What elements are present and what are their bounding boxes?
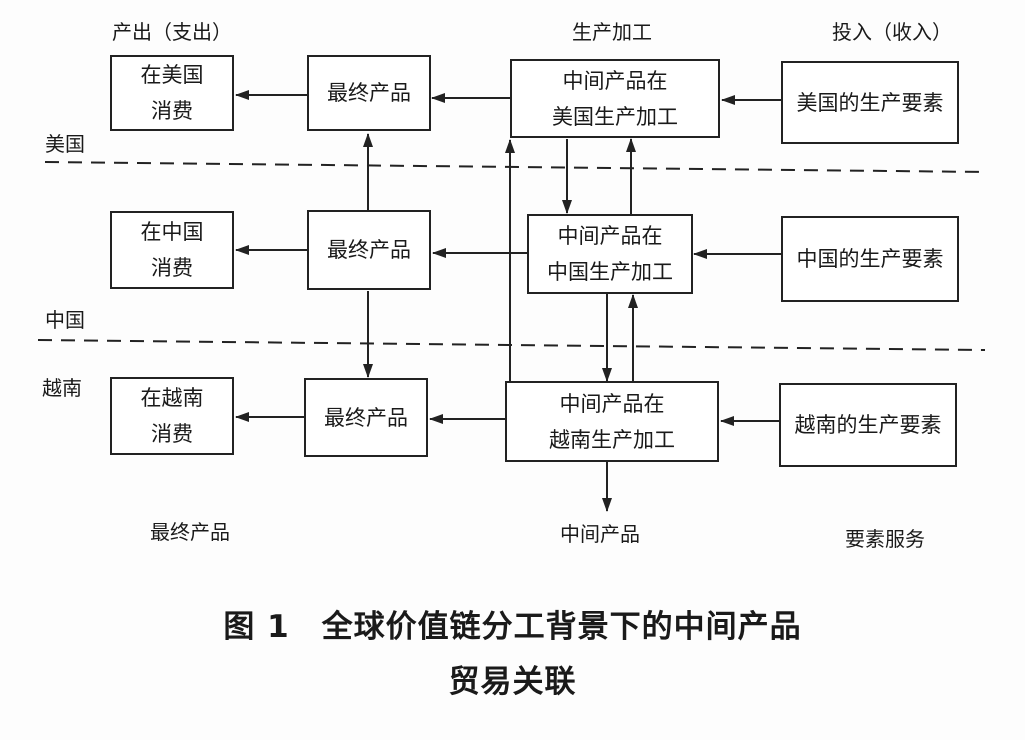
box-text-line: 中间产品在	[562, 68, 668, 93]
region-label-usa: 美国	[45, 132, 85, 156]
box-intermediate-vietnam: 中间产品在越南生产加工	[505, 381, 719, 462]
box-text-line: 消费	[151, 256, 193, 280]
box-consume-usa: 在美国消费	[110, 55, 234, 131]
box-text-line: 中间产品在	[559, 391, 665, 416]
box-text-line: 美国的生产要素	[796, 90, 944, 115]
figure-caption-line-1: 图 1 全球价值链分工背景下的中间产品	[223, 609, 802, 645]
box-factor-vietnam: 越南的生产要素	[779, 383, 957, 467]
region-label-vietnam: 越南	[42, 376, 82, 400]
box-text-line: 在越南	[140, 386, 204, 410]
box-final-product-china: 最终产品	[307, 210, 431, 290]
divider-usa-china	[44, 161, 986, 173]
box-text-line: 最终产品	[324, 405, 408, 430]
box-consume-china: 在中国消费	[110, 211, 234, 289]
box-factor-china: 中国的生产要素	[781, 216, 959, 302]
box-final-product-vietnam: 最终产品	[304, 378, 428, 457]
footer-label-factor-services: 要素服务	[845, 527, 925, 551]
header-output-expenditure: 产出（支出）	[112, 20, 232, 44]
box-final-product-usa: 最终产品	[307, 55, 431, 131]
box-text-line: 中间产品在	[557, 224, 663, 248]
header-production-processing: 生产加工	[572, 20, 652, 44]
box-text-line: 最终产品	[327, 238, 411, 262]
box-text-line: 越南生产加工	[549, 427, 675, 452]
footer-label-final-products: 最终产品	[150, 520, 230, 544]
box-text-line: 中国的生产要素	[796, 247, 944, 271]
box-text-line: 越南的生产要素	[794, 413, 942, 437]
figure-caption-line-2: 贸易关联	[448, 664, 577, 700]
box-text-line: 消费	[151, 99, 193, 123]
header-input-income: 投入（收入）	[832, 20, 952, 44]
box-text-line: 消费	[151, 422, 193, 446]
box-consume-vietnam: 在越南消费	[110, 377, 234, 455]
box-factor-usa: 美国的生产要素	[781, 61, 959, 144]
region-label-china: 中国	[45, 308, 85, 332]
box-text-line: 在美国	[140, 63, 204, 87]
footer-label-intermediate-products: 中间产品	[560, 522, 640, 546]
box-text-line: 在中国	[140, 220, 204, 244]
box-text-line: 中国生产加工	[547, 260, 673, 284]
box-intermediate-usa: 中间产品在美国生产加工	[510, 59, 720, 138]
box-text-line: 美国生产加工	[552, 104, 678, 129]
box-intermediate-china: 中间产品在中国生产加工	[527, 214, 693, 294]
divider-china-vietnam	[37, 339, 986, 351]
box-text-line: 最终产品	[327, 81, 411, 105]
